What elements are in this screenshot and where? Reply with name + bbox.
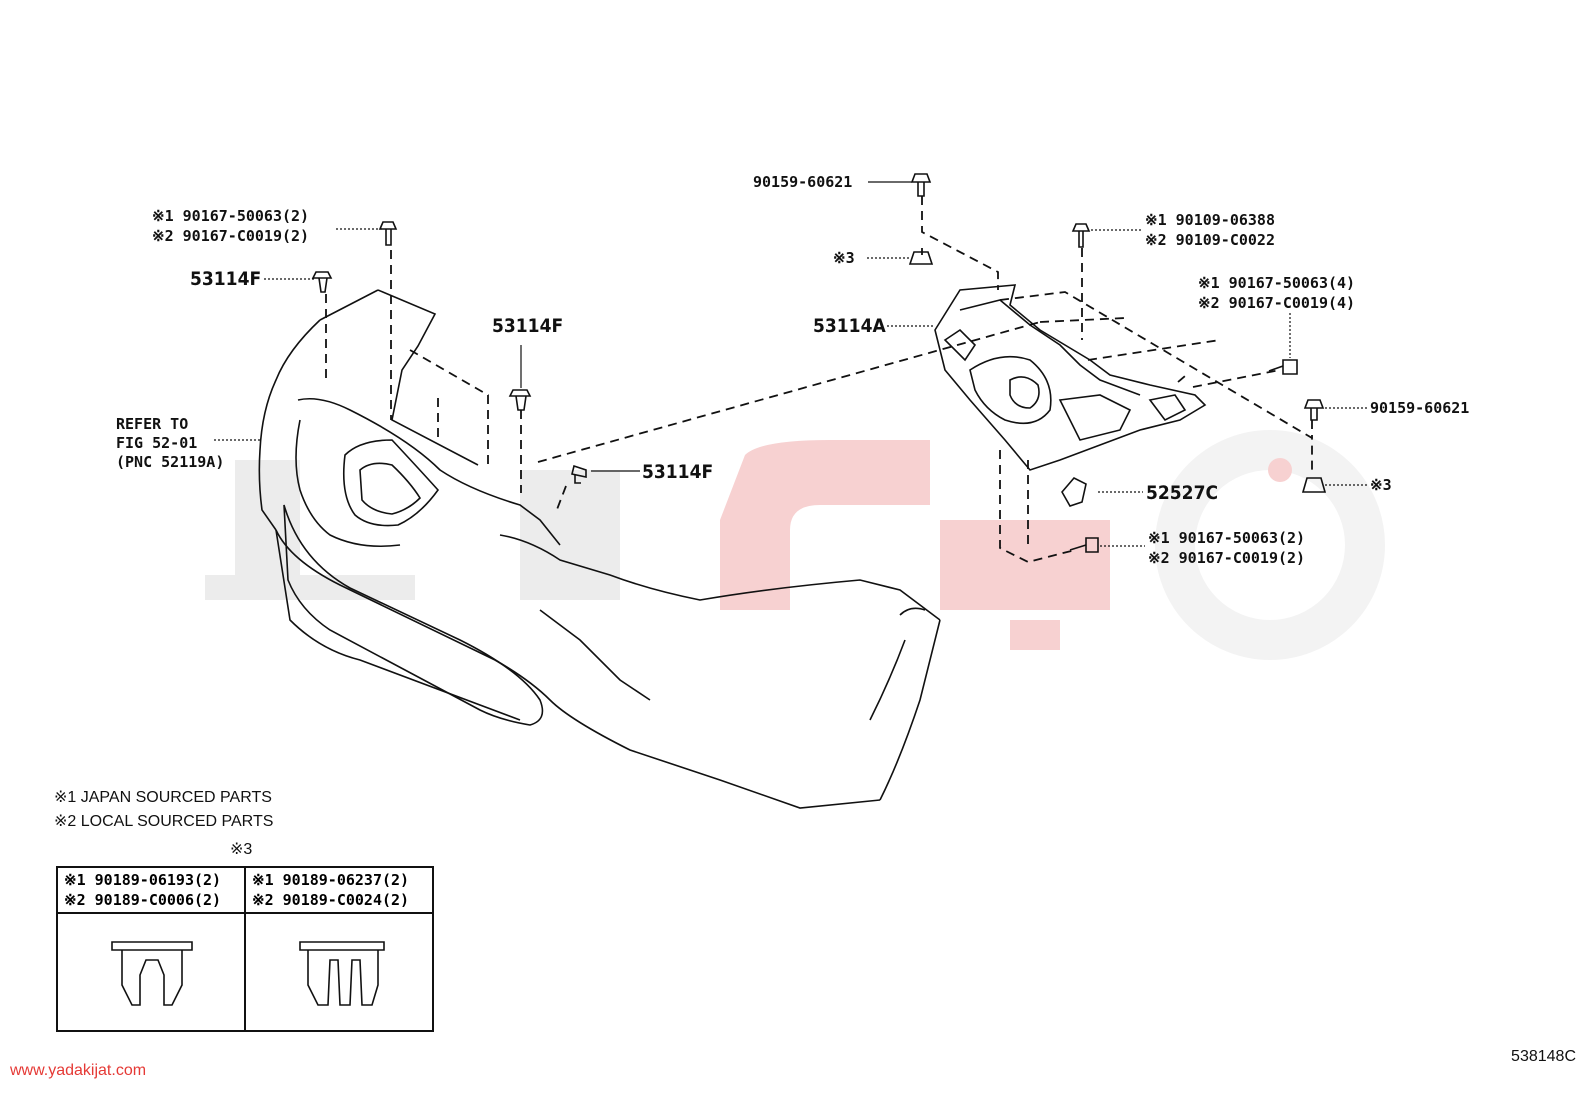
table-column-1: ※1 90189-06193(2) ※2 90189-C0006(2) [58, 868, 246, 1030]
clip-icon-x3-right [1301, 477, 1327, 493]
refer-label-3: (PNC 52119A) [116, 453, 225, 471]
table-title: ※3 [230, 841, 253, 858]
bracket-label: 53114A [813, 315, 886, 337]
right-top-bolt-label-2: ※2 90109-C0022 [1145, 231, 1275, 249]
bumper-cover-drawing [258, 289, 941, 809]
note-local-sourced: ※2 LOCAL SOURCED PARTS [54, 813, 274, 830]
table-column-2: ※1 90189-06237(2) ※2 90189-C0024(2) [246, 868, 432, 1030]
right-bolt-label: 90159-60621 [1370, 399, 1470, 417]
clip-variant-table: ※1 90189-06193(2) ※2 90189-C0006(2) ※1 9… [56, 866, 434, 1032]
bolt-icon-right-top [1071, 223, 1091, 248]
clip-x3-top-label: ※3 [833, 249, 855, 267]
right-mid-bolt-label-1: ※1 90167-50063(4) [1198, 274, 1356, 292]
note-japan-sourced: ※1 JAPAN SOURCED PARTS [54, 789, 272, 806]
clip-label-mid: 53114F [492, 315, 564, 337]
assembly-dashed-lines [325, 196, 1313, 563]
bolt-icon-right-low [1069, 537, 1099, 553]
leader-lines [214, 181, 1368, 547]
clip-label-front: 53114F [642, 461, 714, 483]
table-col1-line2: ※2 90189-C0006(2) [64, 891, 222, 909]
bolt-icon-right-mid [1268, 359, 1298, 375]
fastener-icons [311, 173, 1327, 553]
clip-icon-mid [508, 389, 532, 411]
refer-label-2: FIG 52-01 [116, 434, 198, 452]
right-low-bolt-label-2: ※2 90167-C0019(2) [1148, 549, 1306, 567]
right-top-bolt-label-1: ※1 90109-06388 [1145, 211, 1275, 229]
clip-drawing-right [299, 941, 385, 1006]
right-low-bolt-label-1: ※1 90167-50063(2) [1148, 529, 1306, 547]
clip-icon-x3-top [908, 251, 934, 265]
table-col2-line1: ※1 90189-06237(2) [252, 871, 410, 889]
table-col1-line1: ※1 90189-06193(2) [64, 871, 222, 889]
bolt-icon-left-top [378, 221, 398, 246]
clip-x3-right-label: ※3 [1370, 476, 1392, 494]
clip-label-top-left: 53114F [190, 268, 262, 290]
retainer-52527c-label: 52527C [1146, 482, 1219, 504]
bolt-icon-right [1303, 399, 1325, 421]
refer-label-1: REFER TO [116, 415, 189, 433]
left-bolt-label-2: ※2 90167-C0019(2) [152, 227, 310, 245]
grille-bracket-drawing [934, 284, 1207, 471]
table-col2-line2: ※2 90189-C0024(2) [252, 891, 410, 909]
clip-icon-front [571, 464, 587, 484]
bolt-icon-top [910, 173, 932, 197]
table-column-2-header: ※1 90189-06237(2) ※2 90189-C0024(2) [246, 868, 432, 914]
clip-icon-top-left [311, 271, 333, 293]
top-bolt-label: 90159-60621 [753, 173, 853, 191]
left-bolt-label-1: ※1 90167-50063(2) [152, 207, 310, 225]
clip-drawing-left [111, 941, 193, 1006]
table-clip-drawings [111, 941, 385, 1006]
website-watermark: www.yadakijat.com [10, 1062, 147, 1079]
figure-code: 538148C [1511, 1048, 1576, 1065]
right-mid-bolt-label-2: ※2 90167-C0019(4) [1198, 294, 1356, 312]
retainer-icon-52527c [1061, 477, 1087, 507]
table-column-1-header: ※1 90189-06193(2) ※2 90189-C0006(2) [58, 868, 244, 914]
watermark-logo [205, 430, 1385, 660]
